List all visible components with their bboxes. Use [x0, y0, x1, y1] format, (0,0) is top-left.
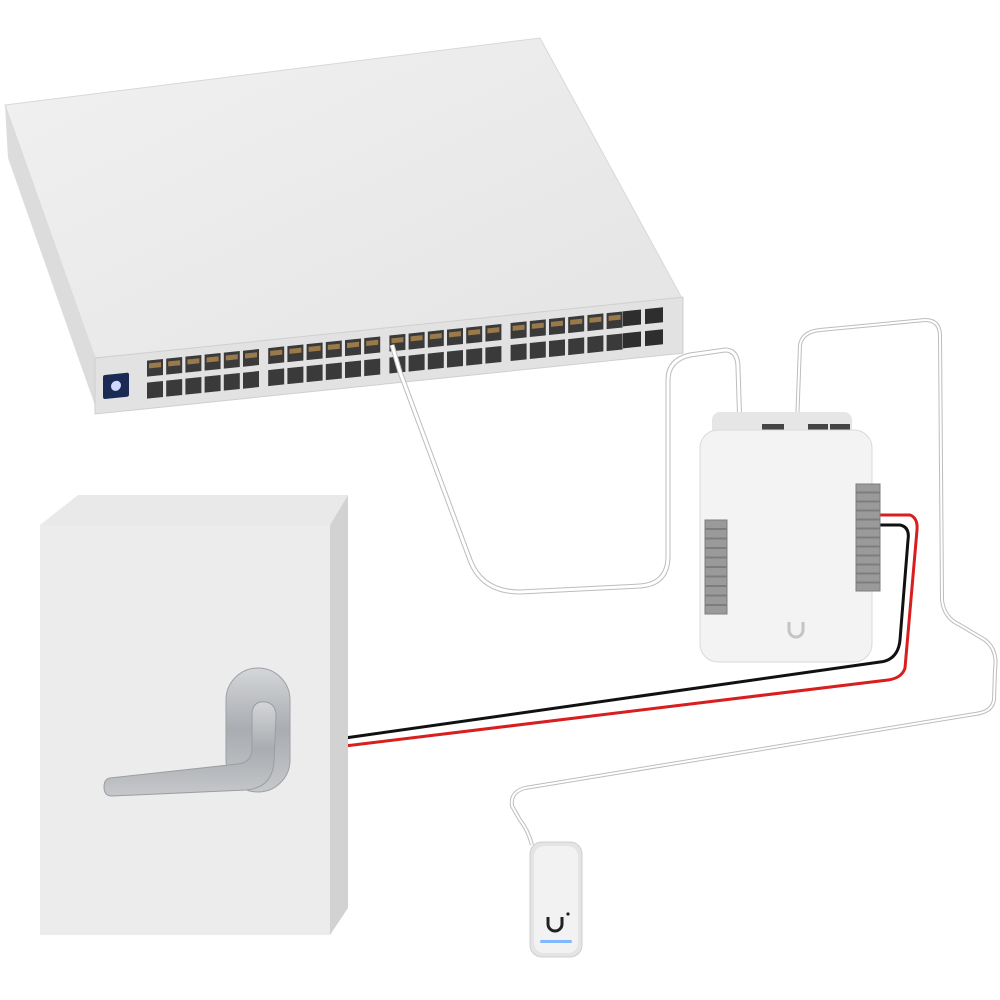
lock-wire-black [344, 523, 910, 740]
switch-sfp-port[interactable] [623, 331, 641, 349]
port-contacts [449, 331, 461, 338]
ethernet-cable-switch-to-hub [389, 344, 743, 595]
port-contacts [149, 362, 161, 369]
port-contacts [327, 343, 340, 350]
port-contacts [551, 320, 563, 327]
port-contacts [570, 318, 583, 325]
terminal-screw [855, 582, 881, 592]
port-contacts [531, 322, 544, 329]
terminal-screw [855, 564, 881, 574]
port-contacts [245, 352, 257, 359]
terminal-screw [704, 519, 728, 529]
reader-led-icon [540, 940, 572, 943]
port-contacts [270, 349, 283, 356]
terminal-screw [704, 548, 728, 558]
door-side-face [330, 495, 348, 935]
port-contacts [308, 345, 321, 352]
port-contacts [187, 358, 200, 365]
network-switch [4, 37, 684, 415]
hub-terminal-block-left [704, 519, 728, 615]
switch-ethernet-port[interactable] [185, 376, 202, 395]
switch-ethernet-port[interactable] [268, 368, 285, 387]
switch-ethernet-port[interactable] [287, 366, 304, 385]
terminal-screw [855, 510, 881, 520]
access-reader [529, 841, 583, 958]
terminal-screw [704, 595, 728, 605]
switch-ethernet-port[interactable] [427, 351, 444, 370]
switch-front-panel [94, 296, 684, 415]
switch-left-side [5, 105, 98, 414]
port-contacts [487, 327, 500, 334]
terminal-screw [855, 573, 881, 583]
terminal-screw [704, 529, 728, 539]
terminal-screw [704, 605, 728, 615]
switch-ethernet-port[interactable] [306, 364, 323, 383]
door-top-face [40, 495, 348, 525]
switch-sfp-port[interactable] [645, 307, 663, 325]
switch-ethernet-port[interactable] [223, 373, 240, 391]
switch-ethernet-port[interactable] [549, 339, 565, 358]
port-contacts [589, 316, 602, 323]
terminal-screw [704, 538, 728, 548]
switch-ethernet-port[interactable] [166, 378, 183, 397]
switch-ethernet-port[interactable] [204, 375, 221, 393]
door [40, 495, 348, 935]
port-contacts [512, 324, 525, 331]
port-contacts [168, 360, 181, 367]
ubiquiti-u-logo-icon [546, 917, 564, 933]
door-lever-handle [103, 701, 277, 797]
switch-ethernet-port[interactable] [147, 380, 163, 399]
switch-ethernet-port[interactable] [587, 335, 604, 354]
terminal-screw [855, 555, 881, 565]
switch-ethernet-port[interactable] [447, 349, 463, 368]
port-contacts [429, 333, 442, 340]
port-contacts [410, 335, 423, 342]
port-contacts [347, 341, 359, 348]
switch-ethernet-port[interactable] [325, 362, 342, 381]
switch-sfp-port[interactable] [645, 329, 663, 347]
switch-ethernet-port[interactable] [606, 333, 623, 352]
access-hub [699, 412, 881, 663]
switch-sfp-port[interactable] [623, 309, 641, 327]
switch-ethernet-port[interactable] [364, 358, 381, 377]
port-contacts [206, 356, 219, 363]
port-contacts [289, 347, 302, 354]
switch-ethernet-port[interactable] [466, 347, 483, 366]
terminal-screw [855, 537, 881, 547]
switch-ethernet-port[interactable] [243, 371, 259, 389]
terminal-screw [855, 492, 881, 502]
terminal-screw [704, 567, 728, 577]
port-contacts [391, 337, 404, 344]
terminal-screw [855, 483, 881, 493]
switch-ethernet-port[interactable] [529, 341, 546, 360]
port-contacts [468, 329, 481, 336]
switch-ethernet-port[interactable] [510, 343, 527, 362]
terminal-screw [855, 528, 881, 538]
lock-wire-red [344, 513, 919, 748]
port-contacts [608, 314, 621, 321]
terminal-screw [704, 576, 728, 586]
terminal-screw [855, 519, 881, 529]
hub-terminal-block-right [855, 483, 881, 592]
port-contacts [225, 354, 238, 361]
switch-ethernet-port[interactable] [345, 360, 361, 379]
ubiquiti-u-logo-icon [787, 622, 805, 639]
terminal-screw [855, 546, 881, 556]
switch-ethernet-port[interactable] [408, 353, 425, 372]
terminal-screw [704, 557, 728, 567]
switch-ethernet-port[interactable] [485, 345, 502, 364]
port-contacts [366, 339, 379, 346]
switch-ethernet-port[interactable] [568, 337, 585, 356]
terminal-screw [855, 501, 881, 511]
terminal-screw [704, 586, 728, 596]
